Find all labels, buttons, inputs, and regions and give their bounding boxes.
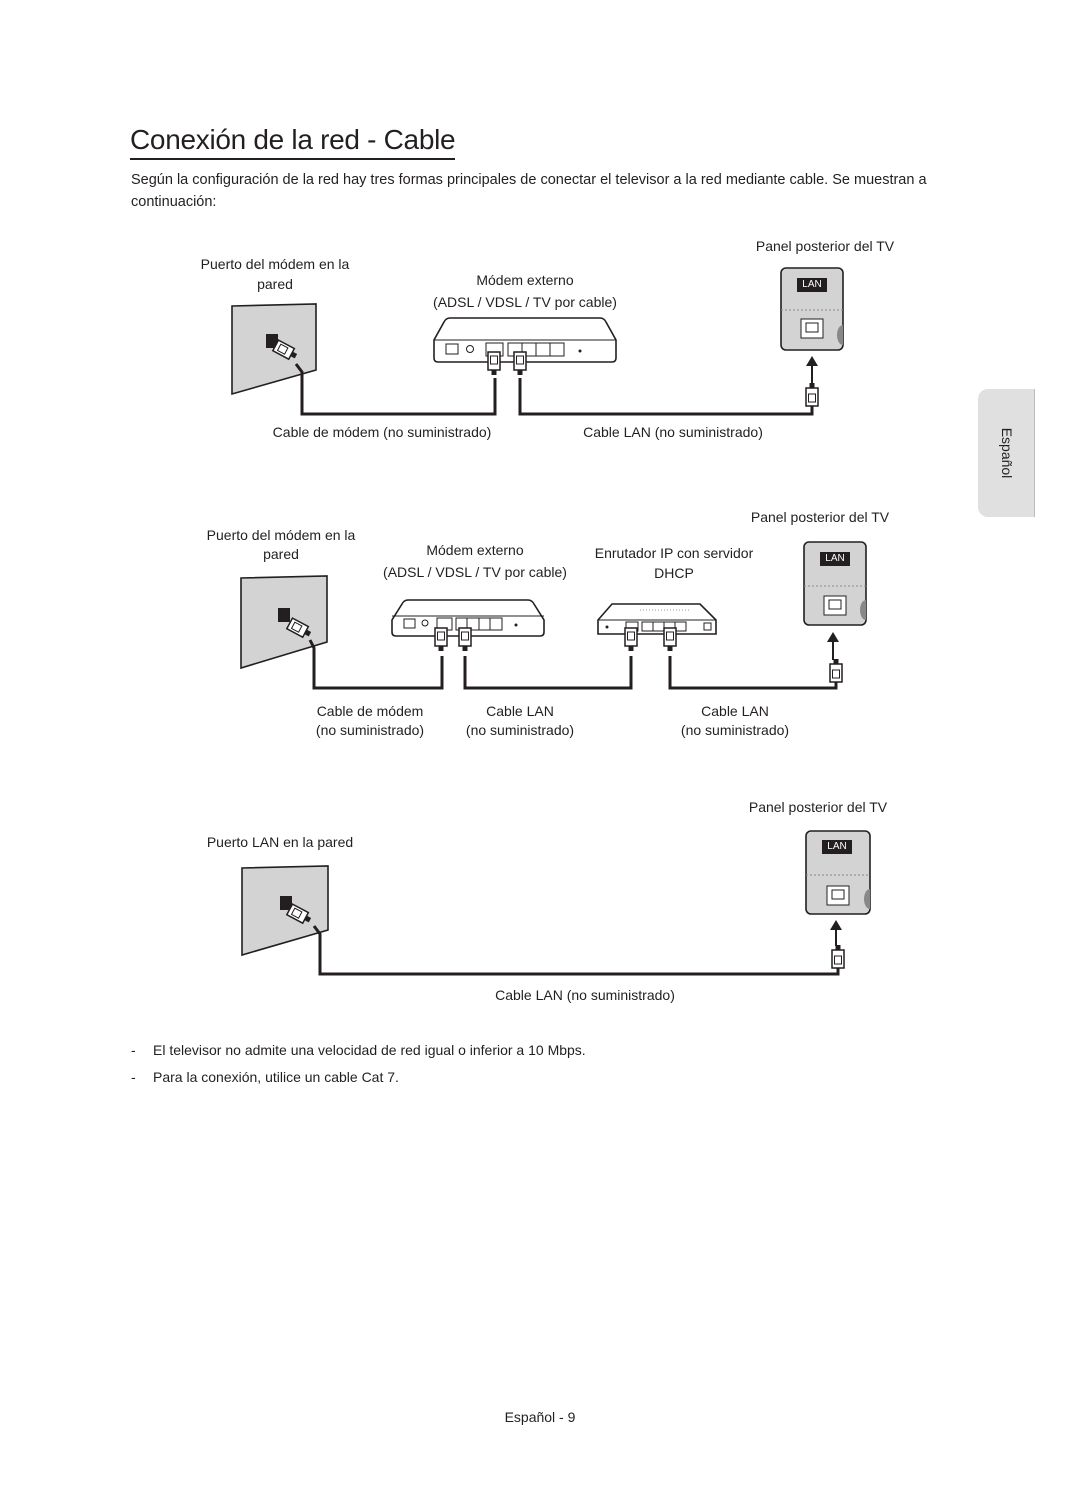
language-tab[interactable]: Español bbox=[978, 389, 1035, 517]
router-illustration bbox=[597, 603, 717, 652]
modem-cable-label-2b: (no suministrado) bbox=[315, 722, 425, 738]
lan-cable-label-2d: (no suministrado) bbox=[680, 722, 790, 738]
note-text: El televisor no admite una velocidad de … bbox=[153, 1042, 586, 1058]
page-title: Conexión de la red - Cable bbox=[130, 124, 456, 160]
lan-port-label-2: LAN bbox=[825, 553, 845, 564]
modem-label-2b: (ADSL / VDSL / TV por cable) bbox=[383, 564, 567, 580]
router-label-b: DHCP bbox=[654, 565, 694, 581]
lan-cable-label-2a: Cable LAN bbox=[486, 703, 554, 719]
tv-panel-label-1: Panel posterior del TV bbox=[755, 238, 895, 254]
wall-port-label-1b: pared bbox=[257, 276, 293, 292]
intro-paragraph: Según la configuración de la red hay tre… bbox=[131, 172, 927, 210]
note-bullet: - bbox=[131, 1069, 136, 1085]
wall-port-label-2b: pared bbox=[263, 546, 299, 562]
modem-illustration-2 bbox=[391, 599, 545, 652]
wall-lan-port-illustration bbox=[241, 865, 329, 957]
page-footer: Español - 9 bbox=[504, 1409, 576, 1425]
router-label-a: Enrutador IP con servidor bbox=[594, 545, 754, 561]
modem-cable-label-2a: Cable de módem bbox=[316, 703, 424, 719]
tv-lan-panel-3 bbox=[805, 830, 871, 969]
modem-illustration-1 bbox=[433, 317, 617, 376]
diagram-2 bbox=[240, 541, 867, 690]
modem-label-2a: Módem externo bbox=[426, 542, 524, 558]
lan-cable-label-3: Cable LAN (no suministrado) bbox=[495, 987, 675, 1003]
tv-panel-label-3: Panel posterior del TV bbox=[748, 799, 888, 815]
lan-port-label-3: LAN bbox=[827, 841, 847, 852]
tv-panel-label-2: Panel posterior del TV bbox=[750, 509, 890, 525]
lan-cable-label-2c: Cable LAN bbox=[701, 703, 769, 719]
wall-port-label-1a: Puerto del módem en la bbox=[200, 256, 350, 272]
modem-label-1b: (ADSL / VDSL / TV por cable) bbox=[433, 294, 617, 310]
wall-port-illustration-2 bbox=[240, 575, 328, 670]
note-text: Para la conexión, utilice un cable Cat 7… bbox=[153, 1069, 399, 1085]
lan-cable-label-1: Cable LAN (no suministrado) bbox=[583, 424, 763, 440]
note-bullet: - bbox=[131, 1042, 136, 1058]
tv-lan-panel-2 bbox=[803, 541, 867, 683]
wall-port-label-2a: Puerto del módem en la bbox=[206, 527, 356, 543]
diagram-3 bbox=[241, 830, 871, 976]
note-item: - Para la conexión, utilice un cable Cat … bbox=[131, 1068, 399, 1087]
note-item: - El televisor no admite una velocidad de… bbox=[131, 1041, 586, 1060]
modem-cable-label-1: Cable de módem (no suministrado) bbox=[272, 424, 492, 440]
modem-label-1a: Módem externo bbox=[476, 272, 574, 288]
wall-port-illustration-1 bbox=[231, 303, 317, 396]
diagram-1 bbox=[231, 267, 844, 416]
lan-cable-label-2b: (no suministrado) bbox=[465, 722, 575, 738]
lan-port-label-1: LAN bbox=[802, 279, 822, 290]
tv-lan-panel-1 bbox=[780, 267, 844, 407]
wall-lan-port-label: Puerto LAN en la pared bbox=[206, 834, 354, 850]
